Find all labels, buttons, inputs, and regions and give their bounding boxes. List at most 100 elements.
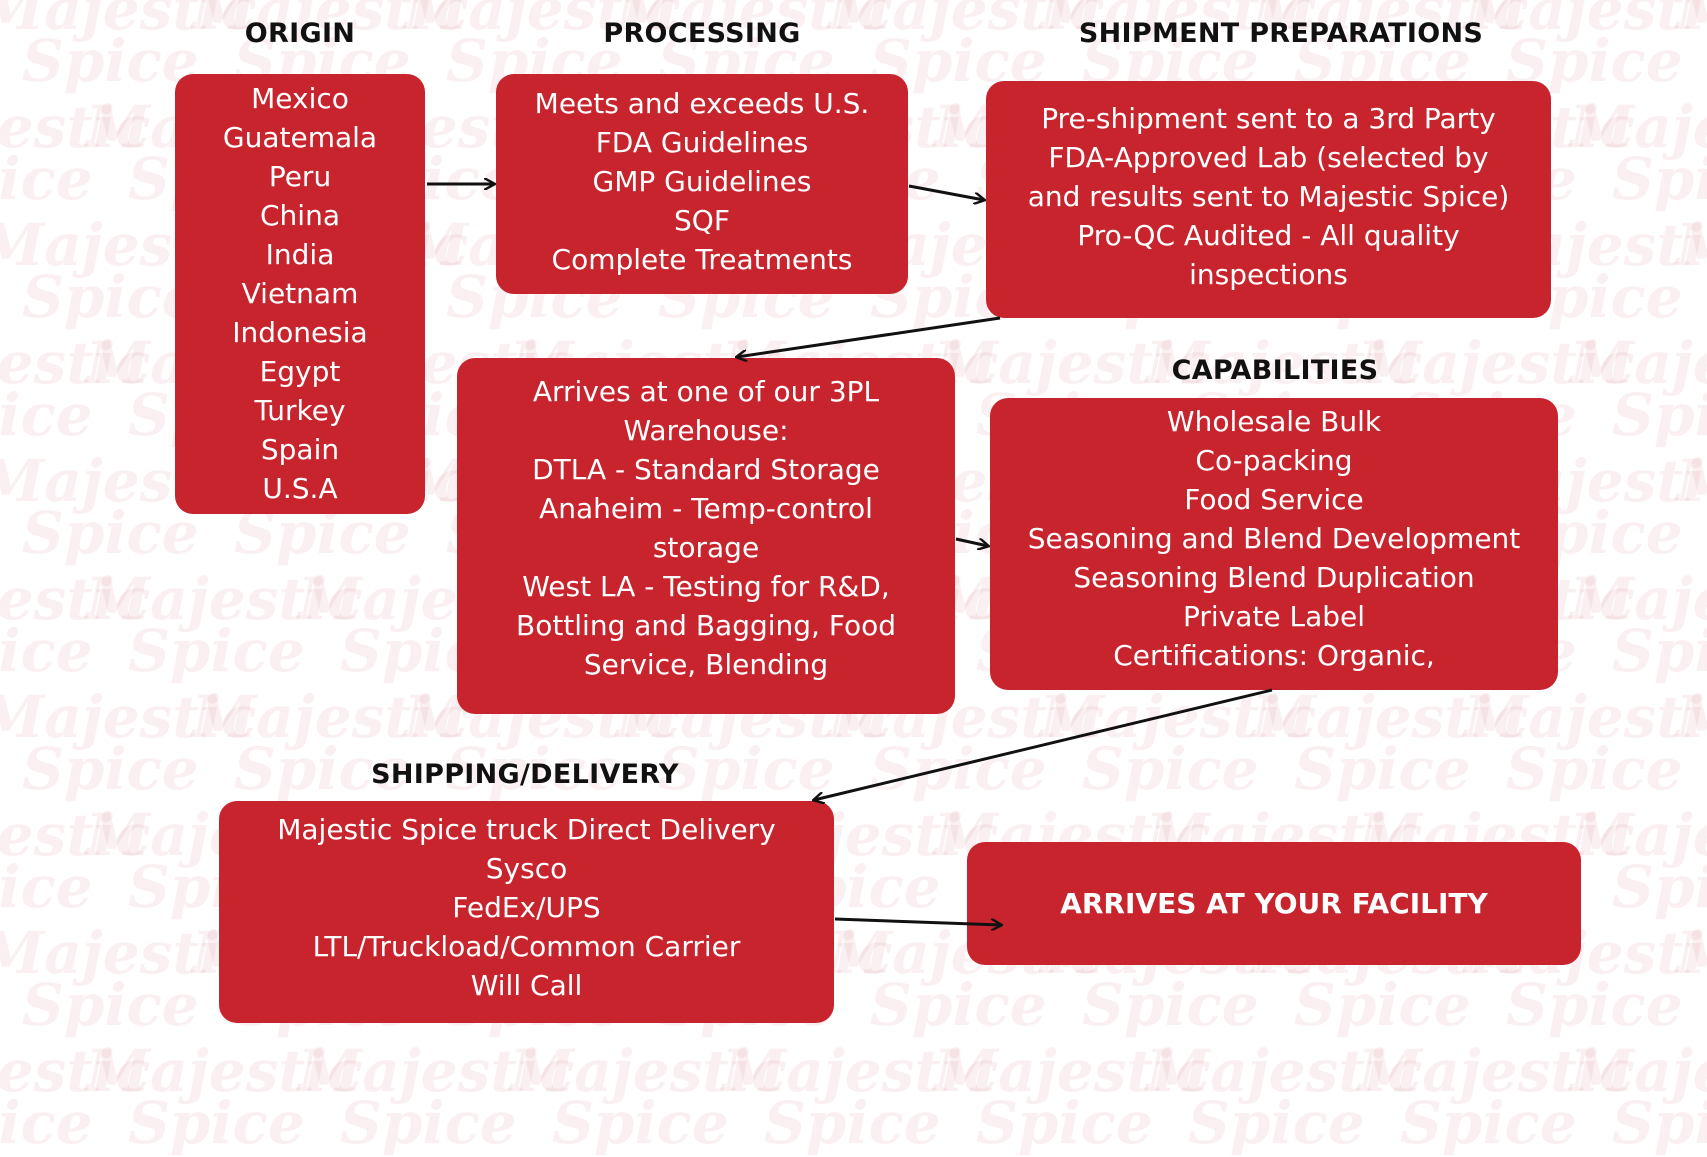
watermark-line-2: Spice (0, 381, 93, 449)
watermark-line-2: Spice (446, 735, 623, 803)
watermark-line-1: Majestic (0, 801, 151, 869)
capabilities-item: Seasoning and Blend Development (1027, 522, 1521, 555)
watermark-line-1: Majestic (0, 919, 257, 987)
shipment-preparations-item: Pro-QC Audited - All quality (1077, 219, 1460, 252)
origin-item: Vietnam (241, 277, 359, 310)
shipment-preparations-item: and results sent to Majestic Spice) (1027, 180, 1510, 213)
watermark-line-1: Majestic (192, 683, 469, 751)
watermark-line-2: Spice (1294, 735, 1471, 803)
origin-item: Guatemala (222, 121, 378, 154)
watermark-line-2: Spice (1612, 1089, 1707, 1157)
shipment-preparations-item: FDA-Approved Lab (selected by (1048, 141, 1489, 174)
watermark-line-2: Spice (22, 27, 199, 95)
watermark-line-1: Majestic (934, 329, 1211, 397)
watermark-line-1: Majestic (0, 565, 151, 633)
flow-arrows (427, 0, 1273, 1044)
watermark-line-1: Majestic (0, 93, 151, 161)
arrow-capabilities-to-shipping (814, 688, 1273, 800)
watermark-line-1: Majestic (404, 0, 681, 43)
origin-item: U.S.A (262, 472, 338, 505)
warehouse-item: Warehouse: (623, 414, 789, 447)
watermark-line-1: Majestic (1464, 683, 1707, 751)
watermark-line-2: Spice (1506, 27, 1683, 95)
watermark-line-1: Majestic (1676, 0, 1707, 38)
watermark-line-2: Spice (0, 853, 93, 921)
origin-item: Spain (260, 433, 340, 466)
watermark-line-2: Spice (22, 971, 199, 1039)
watermark-line-1: Majestic (1040, 683, 1317, 751)
watermark-line-2: Spice (1612, 381, 1707, 449)
processing-item: Meets and exceeds U.S. (534, 87, 870, 120)
origin-item: Mexico (251, 82, 349, 115)
watermark-line-1: Majestic (86, 565, 363, 633)
watermark-line-2: Spice (1294, 27, 1471, 95)
watermark-line-2: Spice (1612, 145, 1707, 213)
watermark-line-2: Spice (22, 735, 199, 803)
watermark-line-1: Majestic (1146, 329, 1423, 397)
origin-item: Turkey (254, 394, 346, 427)
watermark-line-2: Spice (1082, 735, 1259, 803)
shipment-preparations-item: inspections (1189, 258, 1348, 291)
watermark-line-1: Majestic (1676, 688, 1707, 746)
watermark-line-1: Majestic (0, 683, 257, 751)
warehouse-item: storage (652, 531, 760, 564)
warehouse-item: Arrives at one of our 3PL (532, 375, 880, 408)
shipping-delivery-item: Sysco (485, 852, 568, 885)
shipping-delivery-item: LTL/Truckload/Common Carrier (312, 930, 741, 963)
watermark-line-1: Majestic (1676, 924, 1707, 982)
watermark-line-2: Spice (1082, 27, 1259, 95)
arrives-at-facility-label: ARRIVES AT YOUR FACILITY (1060, 887, 1488, 920)
watermark-line-2: Spice (0, 145, 93, 213)
processing-item: FDA Guidelines (595, 126, 809, 159)
watermark-line-1: Majestic (1570, 801, 1707, 869)
watermark-line-1: Majestic (1358, 329, 1635, 397)
arrow-shipment-to-warehouse (737, 316, 1001, 357)
origin-item: Indonesia (232, 316, 368, 349)
warehouse-box: Arrives at one of our 3PL Warehouse: DTLA … (457, 358, 955, 714)
watermark-line-2: Spice (128, 617, 305, 685)
processing-item: Complete Treatments (551, 243, 853, 276)
arrow-warehouse-to-capabilities (955, 537, 988, 546)
capabilities-item: Private Label (1182, 600, 1366, 633)
capabilities-heading: CAPABILITIES (1171, 355, 1379, 386)
watermark-line-2: Spice (1506, 735, 1683, 803)
capabilities-item: Co-packing (1195, 444, 1353, 477)
watermark-line-2: Spice (1506, 971, 1683, 1039)
watermark-line-1: Majestic (1252, 0, 1529, 43)
shipping-delivery-heading: SHIPPING/DELIVERY (371, 759, 679, 790)
watermark-line-2: Spice (22, 499, 199, 567)
origin-item: China (260, 199, 340, 232)
capabilities-item: Certifications: Organic, (1113, 639, 1435, 672)
watermark-line-1: Majestic (1252, 683, 1529, 751)
origin-item: Peru (268, 160, 332, 193)
warehouse-item: DTLA - Standard Storage (532, 453, 880, 486)
watermark-line-2: Spice (0, 617, 93, 685)
watermark-line-2: Spice (1294, 971, 1471, 1039)
capabilities-item: Seasoning Blend Duplication (1073, 561, 1475, 594)
shipment-preparations-item: Pre-shipment sent to a 3rd Party (1041, 102, 1496, 135)
watermark-line-1: Majestic (616, 0, 893, 43)
watermark-line-1: Majestic (1676, 452, 1707, 510)
